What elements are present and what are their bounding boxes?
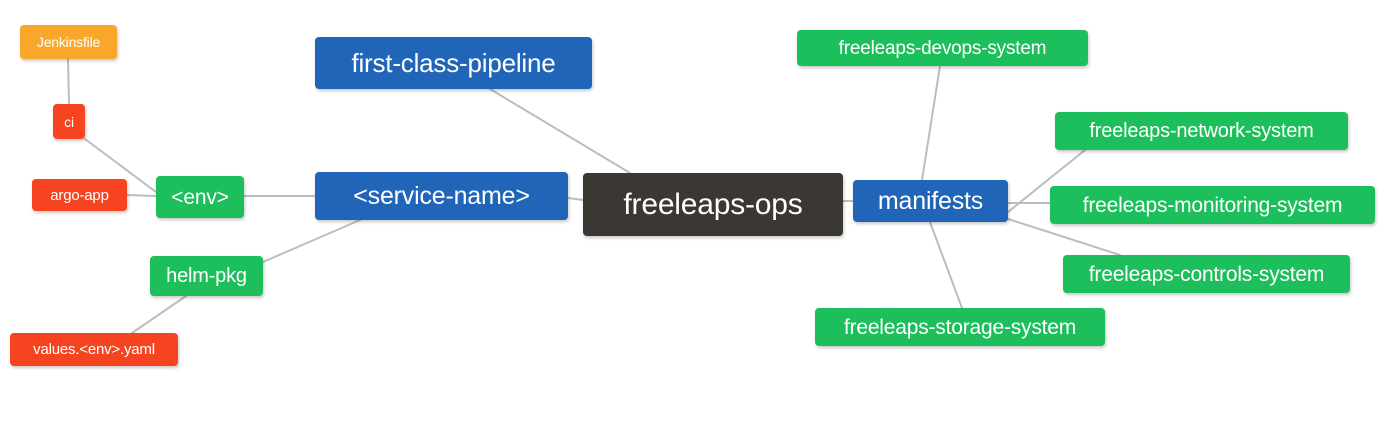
node-helm-pkg[interactable]: helm-pkg [150, 256, 263, 296]
edge-service-name-to-freeleaps-ops [567, 197, 584, 201]
node-devops-system[interactable]: freeleaps-devops-system [797, 30, 1088, 66]
edge-jenkinsfile-to-ci [67, 58, 70, 105]
node-first-class-pipeline[interactable]: first-class-pipeline [315, 37, 592, 89]
node-storage-system[interactable]: freeleaps-storage-system [815, 308, 1105, 346]
node-argo-app[interactable]: argo-app [32, 179, 127, 211]
node-ci[interactable]: ci [53, 104, 85, 139]
node-monitoring-system[interactable]: freeleaps-monitoring-system [1050, 186, 1375, 224]
node-controls-system[interactable]: freeleaps-controls-system [1063, 255, 1350, 293]
edge-argo-app-to-env [126, 194, 157, 197]
edge-devops-system-to-manifests [921, 65, 941, 181]
edge-manifests-to-storage-system [929, 221, 963, 309]
node-manifests[interactable]: manifests [853, 180, 1008, 222]
edge-service-name-to-helm-pkg [262, 219, 361, 263]
edge-manifests-to-controls-system [1007, 218, 1121, 256]
edge-first-class-pipeline-to-freeleaps-ops [489, 88, 631, 174]
node-env[interactable]: <env> [156, 176, 244, 218]
node-service-name[interactable]: <service-name> [315, 172, 568, 220]
node-freeleaps-ops[interactable]: freeleaps-ops [583, 173, 843, 236]
node-values-yaml[interactable]: values.<env>.yaml [10, 333, 178, 366]
edge-helm-pkg-to-values-yaml [131, 295, 187, 334]
node-jenkinsfile[interactable]: Jenkinsfile [20, 25, 117, 59]
node-network-system[interactable]: freeleaps-network-system [1055, 112, 1348, 150]
